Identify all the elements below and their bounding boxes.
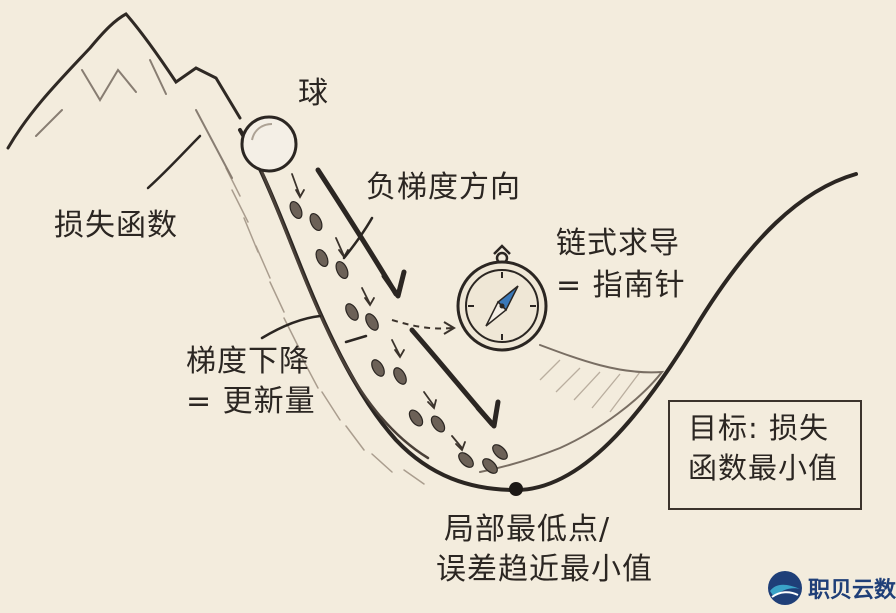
goal-box: 目标: 损失 函数最小值: [668, 400, 862, 510]
brand-logo-icon: [768, 571, 802, 605]
local-minimum-line1: 局部最低点/: [444, 512, 611, 547]
mountain-peak: [6, 12, 242, 150]
footprint-icon: [482, 458, 498, 474]
gradient-descent-tick: [344, 334, 368, 344]
local-minimum-label: 局部最低点/ 误差趋近最小值: [436, 512, 653, 588]
gradient-descent-leader: [260, 314, 322, 340]
brand-name: 职贝云数: [808, 578, 896, 603]
compass-pointer-head: [443, 321, 456, 335]
ball-icon: [240, 115, 298, 173]
mountain-ridge-lines: [35, 59, 233, 179]
loss-function-leader: [146, 134, 202, 190]
goal-line1: 目标: 损失: [688, 411, 829, 445]
footprint-icon: [393, 367, 407, 385]
negative-gradient-leader: [342, 216, 374, 260]
compass-icon: [456, 244, 548, 352]
goal-label: 目标: 损失 函数最小值: [670, 402, 860, 488]
footprint-icon: [430, 415, 446, 433]
footprint-icon: [309, 212, 323, 232]
negative-gradient-arrow-lower: [409, 327, 501, 429]
chain-rule-label: 链式求导 = 指南针: [556, 226, 686, 304]
compass-pointer-arrow: [391, 319, 453, 330]
local-minimum-dot: [509, 482, 523, 496]
gradient-descent-line2: = 更新量: [186, 384, 316, 419]
gradient-descent-line1: 梯度下降: [186, 344, 310, 379]
goal-line2: 函数最小值: [688, 451, 839, 485]
slope-inner-line: [260, 170, 430, 460]
chain-rule-line2: = 指南针: [556, 268, 686, 303]
footprints-trail: [289, 200, 508, 474]
chain-rule-line1: 链式求导: [556, 226, 680, 261]
footprint-icon: [492, 444, 508, 460]
footprint-icon: [365, 313, 379, 331]
slope-shading: [225, 167, 425, 485]
footprint-icon: [345, 303, 359, 321]
footprint-icon: [289, 200, 303, 220]
terrain-surface: [479, 344, 665, 473]
loss-function-label: 损失函数: [54, 208, 178, 243]
negative-gradient-label: 负梯度方向: [366, 170, 521, 205]
local-minimum-line2: 误差趋近最小值: [436, 552, 653, 587]
negative-gradient-arrow: [315, 167, 407, 299]
terrain-shading: [539, 359, 641, 413]
footprint-icon: [315, 248, 329, 268]
footprint-icon: [458, 452, 474, 468]
brand-watermark: 职贝云数: [766, 568, 896, 608]
footprint-icon: [371, 359, 385, 377]
gradient-descent-label: 梯度下降 = 更新量: [186, 344, 316, 420]
ball-label: 球: [298, 76, 329, 111]
footprint-icon: [408, 409, 424, 427]
step-arrows: [291, 173, 466, 452]
footprint-icon: [335, 260, 349, 280]
